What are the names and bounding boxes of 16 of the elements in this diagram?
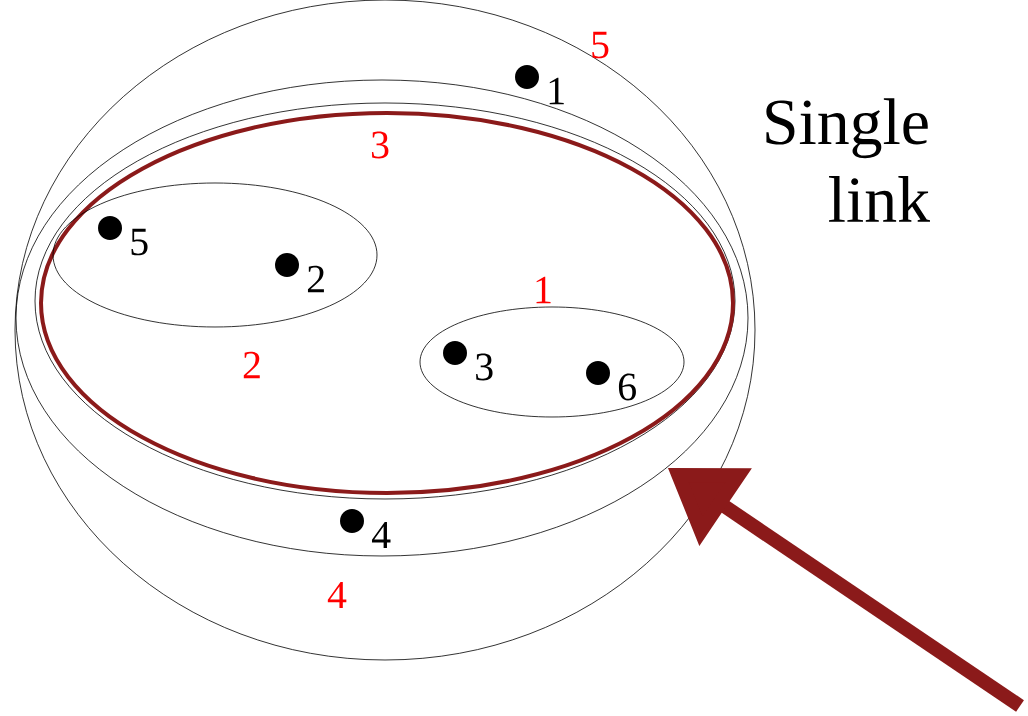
point-label: 5 — [131, 228, 148, 256]
data-point — [340, 509, 364, 533]
data-point — [275, 253, 299, 277]
title: Single link — [766, 98, 930, 222]
point-label: 2 — [307, 265, 324, 293]
point-label: 4 — [372, 521, 391, 549]
point-label: 6 — [618, 373, 636, 401]
data-point — [98, 216, 122, 240]
node-label: 1 — [536, 276, 551, 304]
data-point — [515, 65, 539, 89]
point-label: 3 — [476, 353, 493, 381]
data-point — [443, 341, 467, 365]
node-label: 2 — [243, 351, 260, 379]
data-point — [586, 361, 610, 385]
point-label: 1 — [549, 77, 564, 105]
node-label: 4 — [327, 581, 347, 609]
